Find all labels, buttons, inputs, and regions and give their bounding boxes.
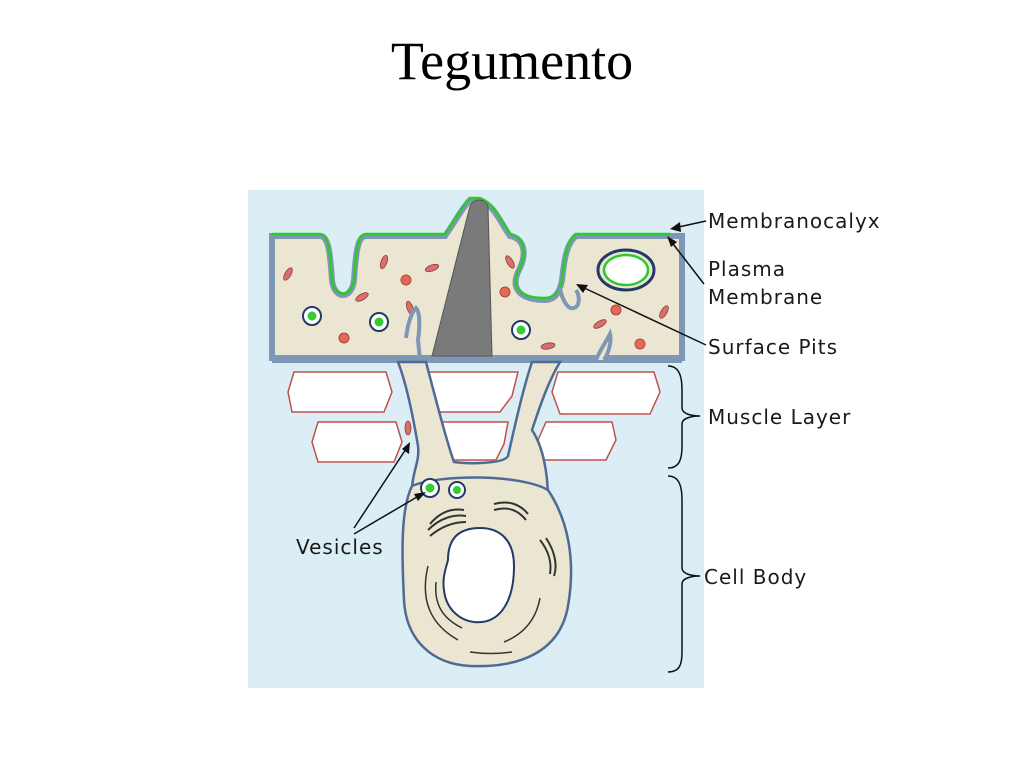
golgi-cisterna — [545, 537, 557, 577]
er-strand — [424, 565, 459, 641]
surface-vesicle-inner — [602, 253, 650, 287]
muscle-layer-label: Muscle Layer — [708, 405, 851, 429]
organelle — [283, 267, 293, 281]
plasma-membrane-label-line2: Membrane — [708, 285, 823, 309]
muscle-cell — [537, 421, 617, 461]
organelle — [404, 420, 412, 436]
mitochondria — [338, 274, 646, 350]
slide-title: Tegumento — [390, 31, 634, 91]
golgi-apparatus — [427, 501, 557, 577]
nucleus — [442, 526, 516, 624]
mitochondrion — [499, 286, 511, 298]
muscle-cell — [551, 371, 661, 415]
mitochondrion — [610, 304, 622, 316]
tegument-vesicle-core — [516, 325, 526, 335]
golgi-cisterna — [539, 539, 552, 575]
vesicles-pointer — [353, 445, 409, 529]
surface-pits-pointer — [579, 285, 707, 346]
organelle — [593, 319, 607, 329]
golgi-cisterna — [429, 521, 467, 537]
tegument-vesicles — [302, 306, 531, 340]
cytoplasmic-bridge-left — [404, 305, 422, 361]
mitochondrion — [400, 274, 412, 286]
mitochondrion — [338, 332, 350, 344]
muscle-cells — [287, 371, 661, 463]
arrowhead — [670, 222, 681, 232]
arrowhead — [667, 236, 677, 247]
organelle — [659, 305, 669, 319]
er-strand — [469, 651, 513, 655]
cell-body-vesicles — [420, 478, 466, 499]
plasma-membrane-label-line1: Plasma — [708, 257, 786, 281]
organelle — [424, 263, 440, 273]
organelle — [540, 342, 556, 350]
tegument-vesicle-core — [307, 311, 317, 321]
vesicles-pointer — [353, 493, 423, 535]
vesicle-core — [453, 486, 461, 494]
tegumental-spine — [431, 199, 493, 357]
muscle-cell — [311, 421, 403, 463]
organelle — [505, 255, 515, 269]
golgi-cisterna — [427, 514, 467, 531]
mitochondrion — [634, 338, 646, 350]
arrowhead — [576, 284, 588, 293]
cell-body-bracket — [667, 475, 701, 673]
golgi-cisterna — [429, 508, 465, 525]
organelle — [355, 292, 369, 302]
membranocalyx-layer — [272, 196, 670, 300]
vesicles-label: Vesicles — [296, 535, 384, 559]
arrowhead — [402, 442, 410, 454]
surface-pit — [558, 287, 581, 311]
surface-pits-label: Surface Pits — [708, 335, 838, 359]
vesicle-core — [425, 483, 435, 493]
golgi-cisterna — [493, 507, 527, 521]
golgi-cisterna — [493, 501, 529, 515]
cell-body-stalk — [396, 360, 563, 502]
er-strand — [503, 597, 541, 643]
arrowheads — [402, 222, 681, 501]
tegument-vesicle-core — [374, 317, 384, 327]
muscle-cell — [287, 371, 393, 413]
organelle — [379, 254, 389, 270]
er-strand — [434, 581, 463, 629]
cytoplasmic-bridge-right — [594, 328, 613, 362]
plasma-membrane-pointer — [669, 239, 705, 285]
endoplasmic-reticulum — [424, 565, 541, 655]
membranocalyx-label: Membranocalyx — [708, 209, 881, 233]
cell-body-label: Cell Body — [704, 565, 807, 589]
arrowhead — [414, 492, 426, 501]
muscle-layer-bracket — [667, 365, 701, 469]
